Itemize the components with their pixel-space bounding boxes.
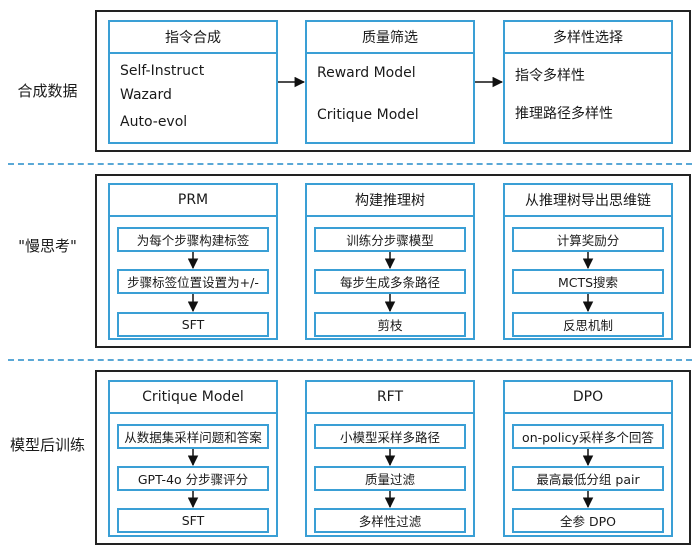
panel-title: 构建推理树 xyxy=(307,185,473,217)
section-divider xyxy=(8,163,692,165)
step-box: 从数据集采样问题和答案 xyxy=(117,424,269,449)
step-box: 步骤标签位置设置为+/- xyxy=(117,269,269,294)
step-box: 小模型采样多路径 xyxy=(314,424,466,449)
step-box: 每步生成多条路径 xyxy=(314,269,466,294)
section-divider xyxy=(8,359,692,361)
step-box: 多样性过滤 xyxy=(314,508,466,533)
panel-item: Self-Instruct xyxy=(120,63,205,79)
step-box: 反思机制 xyxy=(512,312,664,337)
panel-title: RFT xyxy=(307,382,473,414)
panel-title: 从推理树导出思维链 xyxy=(505,185,671,217)
panel-title: 指令合成 xyxy=(110,22,276,54)
panel-instruction-synthesis: 指令合成 Self-Instruct Wazard Auto-evol xyxy=(108,20,278,144)
step-box: SFT xyxy=(117,312,269,337)
panel-quality-filtering: 质量筛选 Reward Model Critique Model xyxy=(305,20,475,144)
panel-item: Wazard xyxy=(120,87,172,103)
step-box: 为每个步骤构建标签 xyxy=(117,227,269,252)
panel-item: Reward Model xyxy=(317,65,416,81)
panel-title: PRM xyxy=(110,185,276,217)
panel-item: 指令多样性 xyxy=(515,68,585,84)
step-box: on-policy采样多个回答 xyxy=(512,424,664,449)
step-box: 质量过滤 xyxy=(314,466,466,491)
panel-title: DPO xyxy=(505,382,671,414)
step-box: 剪枝 xyxy=(314,312,466,337)
step-box: MCTS搜索 xyxy=(512,269,664,294)
panel-item: Auto-evol xyxy=(120,114,188,130)
row-label-synthetic-data: 合成数据 xyxy=(17,82,78,100)
step-box: GPT-4o 分步骤评分 xyxy=(117,466,269,491)
step-box: 全参 DPO xyxy=(512,508,664,533)
step-box: 训练分步骤模型 xyxy=(314,227,466,252)
panel-item: Critique Model xyxy=(317,107,419,123)
step-box: 计算奖励分 xyxy=(512,227,664,252)
row-label-slow-thinking: "慢思考" xyxy=(18,237,77,255)
panel-title: 质量筛选 xyxy=(307,22,473,54)
panel-diversity-selection: 多样性选择 指令多样性 推理路径多样性 xyxy=(503,20,673,144)
step-box: SFT xyxy=(117,508,269,533)
panel-item: 推理路径多样性 xyxy=(515,106,613,122)
row-label-post-training: 模型后训练 xyxy=(9,436,85,454)
step-box: 最高最低分组 pair xyxy=(512,466,664,491)
panel-title: Critique Model xyxy=(110,382,276,414)
panel-title: 多样性选择 xyxy=(505,22,671,54)
